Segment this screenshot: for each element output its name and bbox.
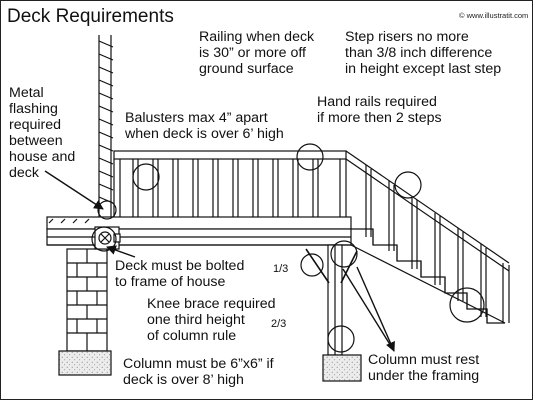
flashing-arrow [44, 170, 104, 210]
hand-rails-label: Hand rails required if more then 2 steps [317, 94, 442, 127]
railing-label: Railing when deck is 30” or more off gro… [199, 29, 315, 78]
page-title: Deck Requirements [7, 6, 174, 27]
callout-line: Railing when deck [199, 29, 315, 45]
flashing-highlight-circle [97, 200, 117, 220]
house-footing [58, 350, 112, 376]
knee-brace-highlight-circle [300, 253, 324, 277]
callout-line: required [9, 116, 62, 133]
callout-line: if more then 2 steps [317, 109, 442, 126]
bolted-arrow [106, 245, 136, 258]
step-riser-highlight-circle [449, 287, 485, 323]
callout-line: house and [9, 148, 76, 165]
callout-line: deck [9, 164, 39, 181]
callout-line: under the framing [368, 367, 480, 384]
callout-line: is 30” or more off [199, 44, 306, 61]
callout-line: ground surface [199, 60, 294, 77]
two-thirds-mark: 2/3 [271, 318, 287, 330]
leader-arrows [44, 170, 395, 352]
bolted-label: Deck must be bolted to frame of house [115, 258, 245, 291]
column-size-label: Column must be 6”x6” if deck is over 8’ … [123, 356, 274, 389]
callout-line: Column must rest [368, 352, 480, 368]
metal-flashing-label: Metal flashing required between house an… [9, 85, 76, 181]
callout-line: flashing [9, 100, 58, 117]
column-size-highlight-circle [327, 325, 355, 353]
callout-line: Knee brace required [147, 296, 276, 312]
callout-line: Hand rails required [317, 94, 437, 110]
deck-column [305, 244, 358, 356]
callout-line: one third height [147, 311, 245, 328]
stair-railing [345, 150, 510, 323]
callout-line: Metal [9, 85, 44, 101]
credit-text: © www.illustratit.com [459, 11, 529, 20]
column-rest-label: Column must rest under the framing [368, 352, 480, 385]
step-risers-label: Step risers no more than 3/8 inch differ… [345, 29, 502, 78]
callout-line: to frame of house [115, 273, 226, 290]
railing-highlight-circle [296, 143, 324, 171]
bolt-highlight-circle [91, 226, 117, 252]
column-rest-arrow-2 [342, 268, 395, 352]
deck-railing [113, 150, 347, 217]
house-wall-siding [98, 35, 114, 219]
one-third-mark: 1/3 [273, 263, 289, 275]
column-rest-arrow [356, 266, 395, 352]
handrail-highlight-circle [394, 171, 422, 199]
callout-line: between [9, 132, 63, 149]
house-foundation-wall [66, 248, 108, 352]
stair-stringer-and-steps [350, 228, 506, 324]
callout-line: Step risers no more [345, 29, 469, 45]
callout-line: when deck is over 6’ high [125, 125, 284, 142]
callout-line: Deck must be bolted [115, 258, 245, 274]
balusters-highlight-circle [132, 163, 160, 191]
column-footing [322, 354, 362, 382]
callout-line: deck is over 8’ high [123, 371, 244, 388]
callout-line: of column rule [147, 327, 237, 344]
callout-line: Balusters max 4” apart [125, 110, 268, 126]
column-framing-highlight-circle [330, 240, 358, 268]
callout-line: than 3/8 inch difference [345, 44, 493, 61]
balusters-label: Balusters max 4” apart when deck is over… [125, 110, 284, 143]
callout-line: in height except last step [345, 60, 502, 77]
callout-line: Column must be 6”x6” if [123, 356, 274, 372]
knee-brace-label: Knee brace required one third height of … [147, 296, 276, 345]
